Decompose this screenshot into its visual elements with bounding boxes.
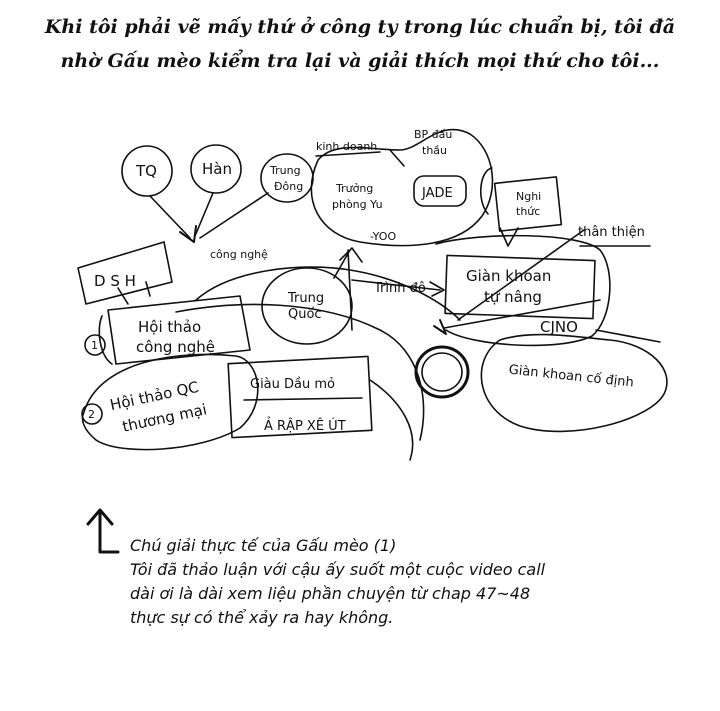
label-kinh-doanh: kinh doanh (316, 140, 377, 153)
label-gian-khoan-co-dinh: Giàn khoan cố định (508, 363, 635, 391)
label-num2: 2 (88, 408, 95, 421)
label-bp-dau-thau-1: BP đấu (414, 128, 452, 141)
hoi-thao-qc-outline (81, 353, 259, 451)
jackup-rig-box (444, 254, 596, 320)
label-cjno: CJNO (540, 318, 578, 336)
label-yoo: -YOO (370, 230, 396, 243)
label-han: Hàn (202, 160, 232, 178)
label-nghi-thuc-1: Nghi (516, 190, 541, 203)
note-line-2: Tôi đã thảo luận với cậu ấy suốt một cuộ… (130, 560, 546, 579)
label-jade: JADE (421, 186, 453, 201)
label-tq: TQ (135, 162, 157, 180)
label-num1: 1 (91, 339, 98, 352)
label-truong-phong-1: Trưởng (335, 182, 373, 195)
label-truong-phong-2: phòng Yu (332, 198, 383, 211)
junction-arrowhead (179, 225, 197, 243)
label-dsh: D S H (94, 272, 136, 290)
rig-circle (414, 345, 470, 399)
pointer-arrow (98, 510, 120, 554)
label-nghi-thuc-2: thức (516, 205, 540, 218)
note-line-3: dài ơi là dài xem liệu phần chuyện từ ch… (130, 584, 531, 603)
num2-circle (81, 403, 103, 425)
label-than-thien: thân thiện (578, 225, 645, 240)
fixed-rig-blob (480, 333, 668, 433)
label-bp-dau-thau-2: thầu (422, 144, 447, 157)
department-blob (310, 128, 494, 247)
trung-dong-circle (260, 153, 314, 203)
label-gian-khoan-2: tự nâng (484, 288, 542, 306)
header-line-1: Khi tôi phải vẽ mấy thứ ở công ty trong … (44, 16, 676, 38)
label-gian-khoan-1: Giàn khoan (466, 267, 551, 285)
header-caption: Khi tôi phải vẽ mấy thứ ở công ty trong … (0, 10, 720, 78)
label-a-rap: Ả RẬP XÊ ÚT (264, 417, 346, 434)
label-trung-dong-1: Trung (269, 164, 301, 177)
annotation-note: Chú giải thực tế của Gấu mèo (1) Tôi đã … (130, 534, 690, 630)
label-trung-quoc-2: Quốc (288, 307, 322, 322)
label-trung-quoc-1: Trung (287, 291, 324, 306)
num1-circle (84, 334, 106, 356)
nghi-thuc-box (493, 176, 563, 232)
han-circle (190, 144, 242, 194)
label-trung-dong-2: Đông (274, 180, 303, 193)
label-hoi-thao-cn-2: công nghệ (136, 338, 215, 356)
label-giau-dau-mo: Giàu Dầu mỏ (250, 377, 335, 392)
header-line-2: nhờ Gấu mèo kiểm tra lại và giải thích m… (60, 50, 660, 72)
trung-quoc-circle (261, 267, 353, 345)
saudi-box (227, 355, 373, 439)
note-line-4: thực sự có thể xảy ra hay không. (130, 608, 394, 627)
jade-box (413, 175, 467, 207)
label-trinh-do: Trình độ (373, 281, 426, 296)
tq-circle (121, 145, 173, 197)
note-line-1: Chú giải thực tế của Gấu mèo (1) (130, 536, 397, 555)
dsh-box (77, 241, 173, 305)
label-hoi-thao-cn-1: Hội thảo (138, 318, 201, 336)
label-cong-nghe: công nghệ (210, 248, 268, 261)
